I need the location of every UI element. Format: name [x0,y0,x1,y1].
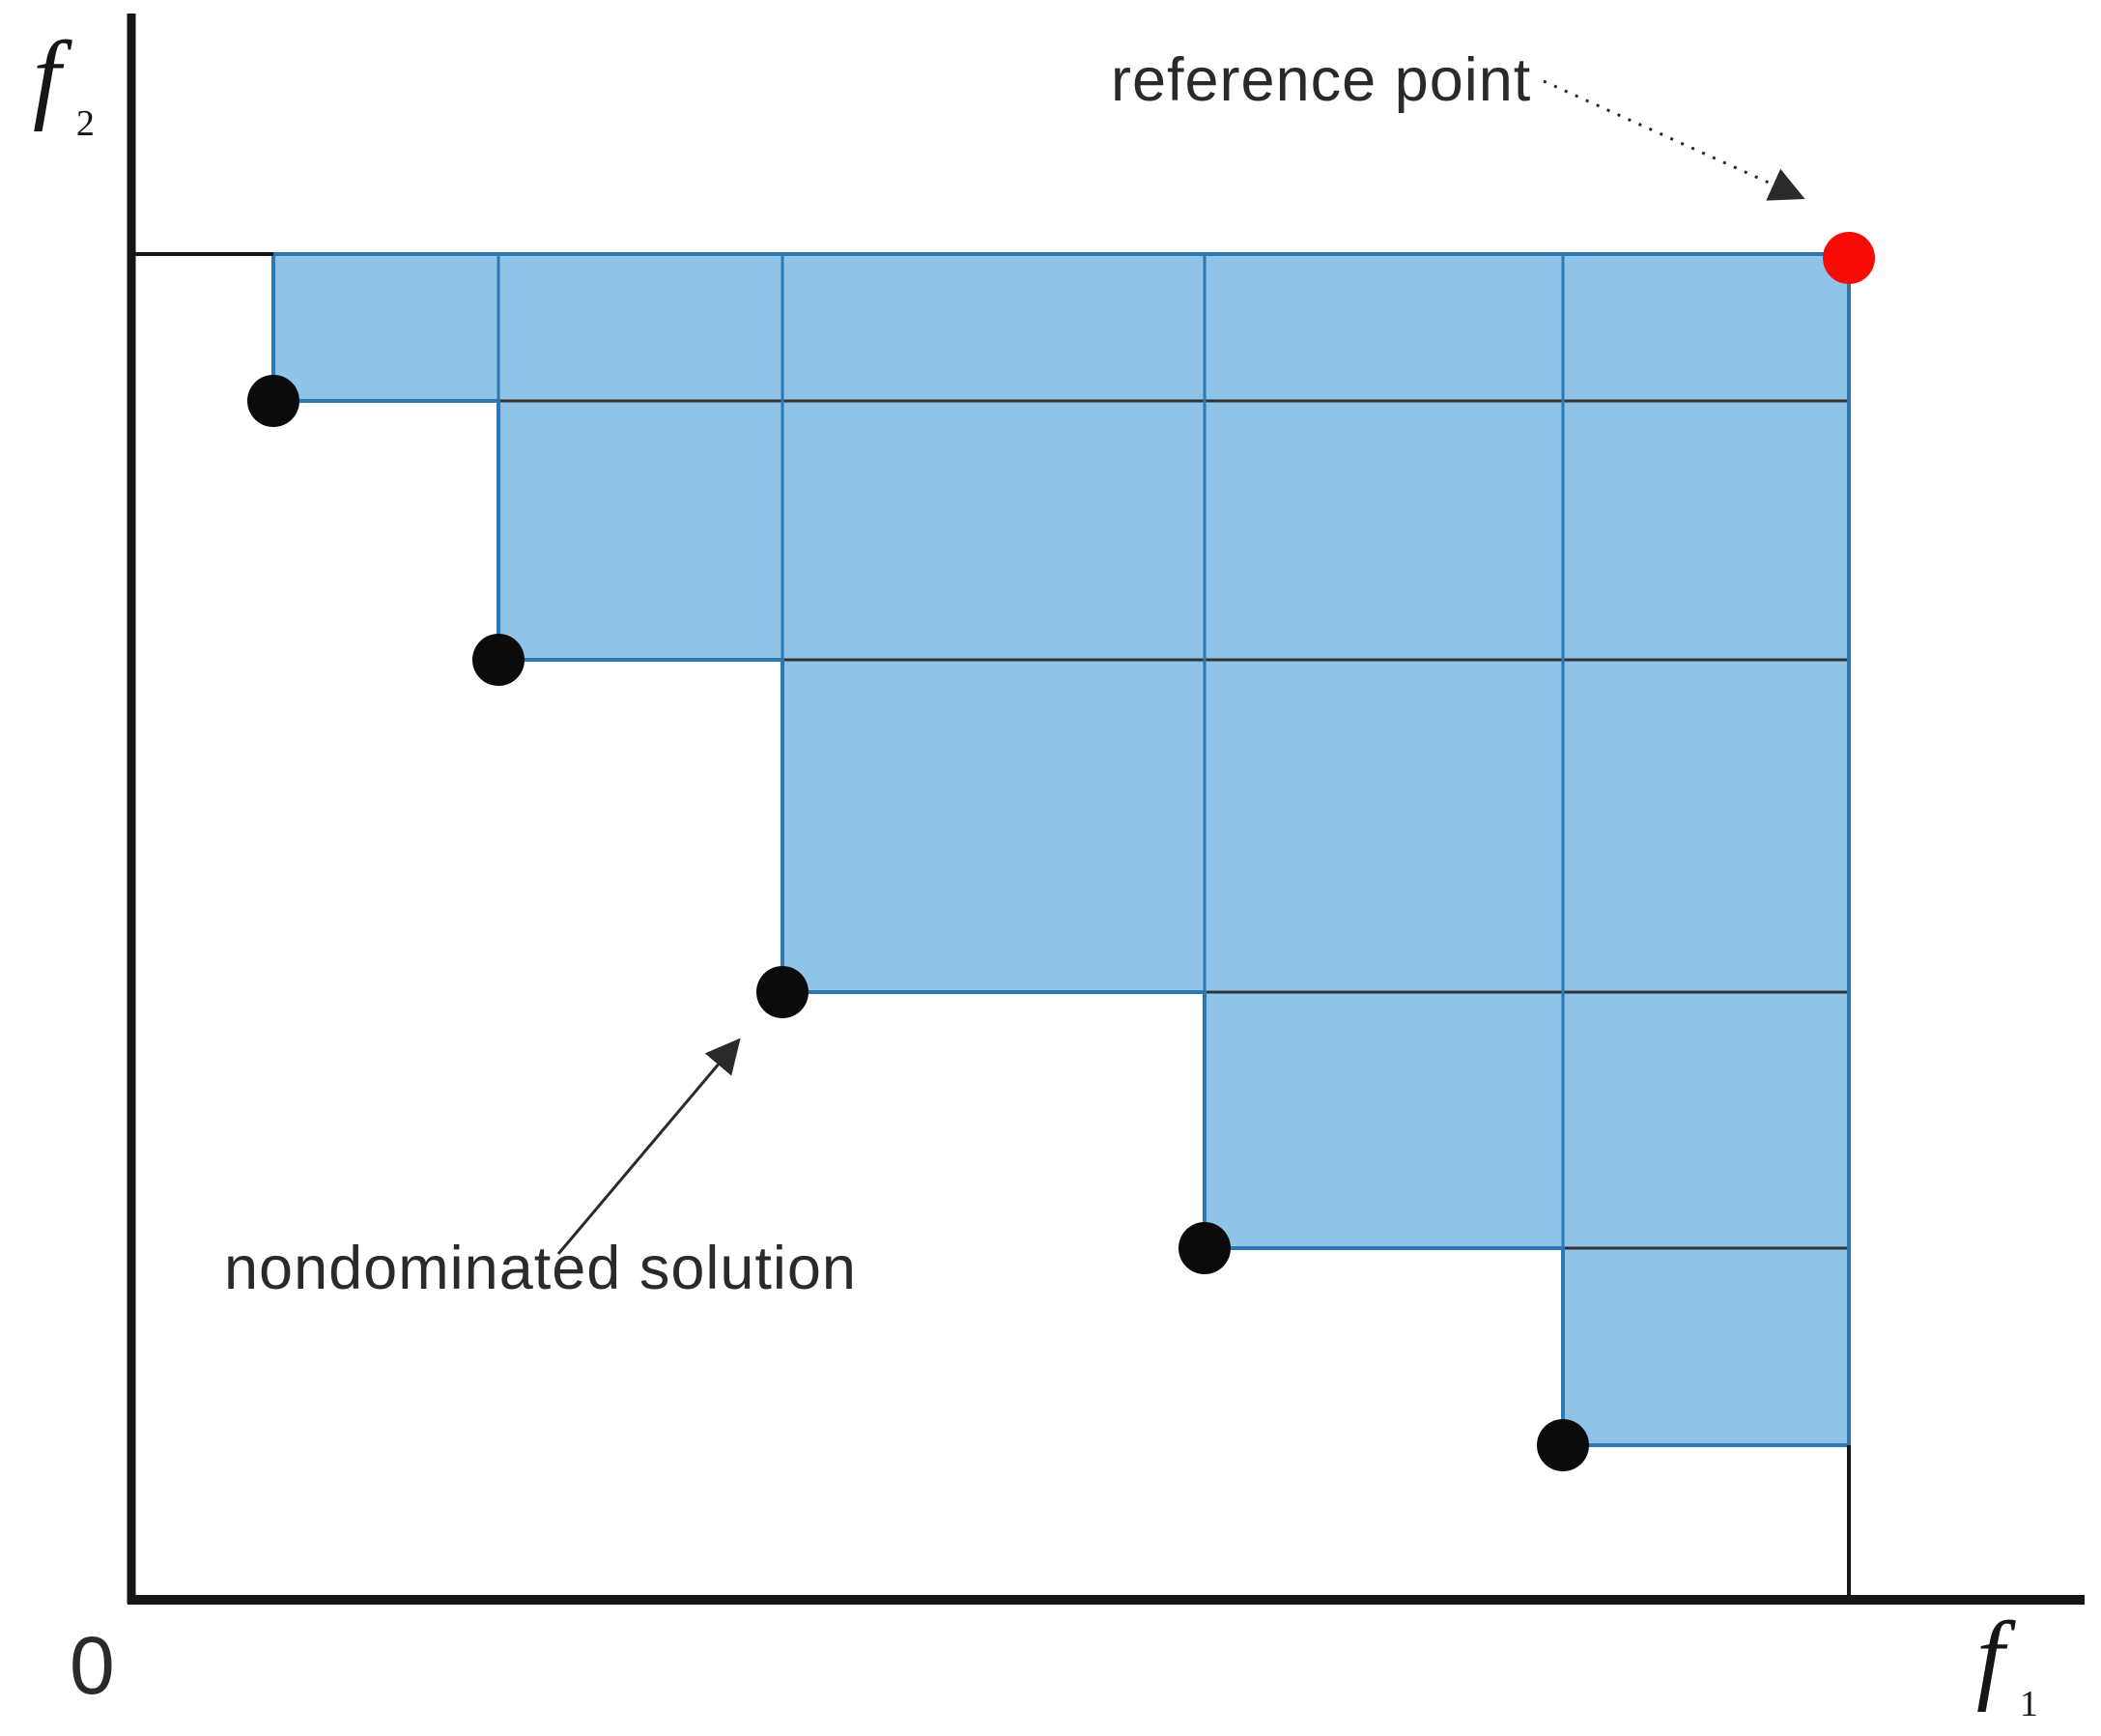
x-axis-label-base: f [1976,1602,2016,1713]
y-axis-label-subscript: 2 [76,103,95,144]
reference-point-arrow [1543,79,1805,201]
nondominated-solution-label: nondominated solution [224,1235,857,1302]
nondominated-point [247,375,299,427]
nondominated-point [1537,1419,1589,1471]
reference-point-label: reference point [1111,46,1531,114]
origin-label: 0 [70,1620,115,1711]
nondominated-point [472,634,525,686]
points-layer [247,232,1875,1471]
nondominated-arrow [556,1038,741,1255]
x-axis-label-subscript: 1 [2020,1684,2038,1724]
reference-point-dot [1823,232,1875,284]
hypervolume-region [273,254,1849,1445]
annotation-arrows-layer [556,79,1805,1255]
hypervolume-region-layer [131,252,1851,1600]
nondominated-point [1178,1222,1231,1274]
y-axis-label-base: f [33,21,72,132]
nondominated-point [756,966,809,1018]
